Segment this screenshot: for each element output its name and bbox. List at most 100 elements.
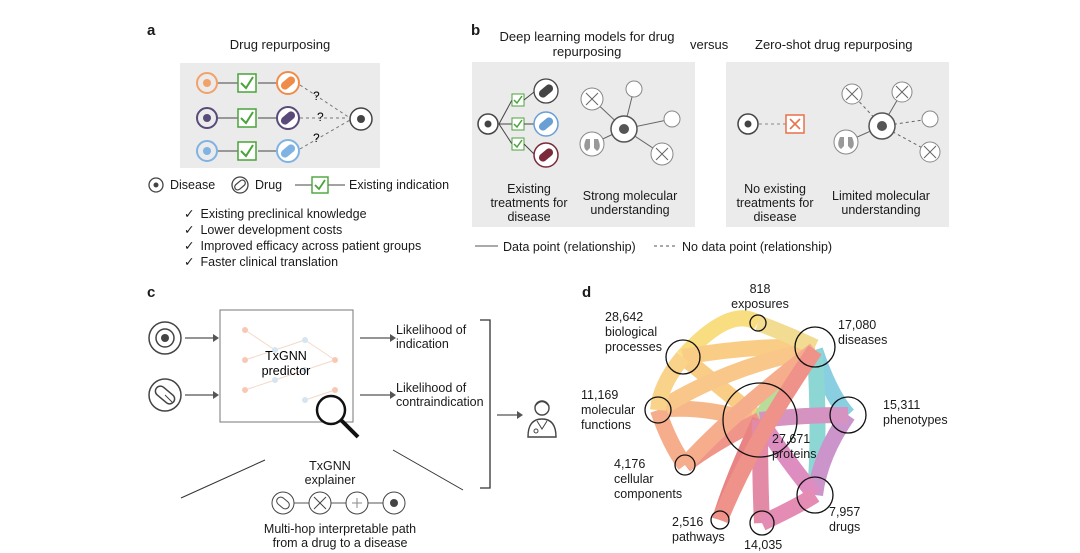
question-mark: ? [313, 131, 320, 145]
check-icon [511, 137, 525, 151]
doctor-icon [527, 400, 557, 438]
lungs-icon [579, 131, 605, 157]
node-exposures [749, 314, 767, 332]
benefit-item: Existing preclinical knowledge [184, 206, 421, 222]
explainer-label: TxGNN explainer [304, 459, 356, 487]
name: molecular functions [581, 403, 636, 432]
protein-hub-icon [868, 112, 896, 140]
predictor-label-line2: predictor [262, 364, 311, 378]
node-drugs [796, 476, 834, 514]
label-phenotypes: 15,311 phenotypes [883, 398, 948, 428]
panel-b-left-caption2: Strong molecular understanding [582, 189, 678, 217]
dna-icon [650, 142, 674, 166]
legend-indication-icon [295, 176, 345, 194]
benefits-list: Existing preclinical knowledge Lower dev… [184, 206, 421, 270]
name: exposures [731, 297, 789, 311]
node-phenotypes [829, 396, 867, 434]
name: cellular components [614, 472, 683, 501]
legend-indication-label: Existing indication [349, 178, 450, 192]
node-icon [625, 80, 643, 98]
count: 15,311 [883, 398, 921, 412]
check-icon [511, 93, 525, 107]
disease-icon [196, 72, 218, 94]
output-contraindication-label: Likelihood of contraindication [396, 381, 484, 409]
pill-icon [276, 139, 300, 163]
predictor-label-line1: TxGNN [265, 349, 307, 363]
panel-b-label: b [471, 22, 481, 39]
question-mark: ? [317, 110, 324, 124]
label-proteins: 27,671 proteins [772, 432, 816, 462]
panel-c-graph: TxGNN predictor [148, 309, 523, 515]
disease-icon [737, 113, 759, 135]
count: 11,169 [581, 388, 619, 402]
pill-icon [533, 111, 559, 137]
label-biological-processes: 28,642 biological processes [605, 310, 675, 355]
node-anatomy [749, 510, 775, 536]
name: pathways [672, 530, 725, 544]
path-dna-icon [308, 491, 332, 515]
label-drugs: 7,957 drugs [829, 505, 860, 535]
pill-icon [148, 378, 182, 412]
panel-c-label: c [147, 284, 156, 301]
name: drugs [829, 520, 861, 534]
path-pill-icon [271, 491, 295, 515]
panel-b-right-graph [737, 81, 941, 163]
label-exposures: 818 exposures [730, 282, 790, 312]
node-biological-processes [665, 339, 701, 375]
label-diseases: 17,080 diseases [838, 318, 887, 348]
question-mark: ? [313, 89, 320, 103]
legend-drug-label: Drug [255, 178, 283, 192]
pill-icon [276, 71, 300, 95]
disease-icon [196, 107, 218, 129]
output-indication-label: Likelihood of indication [396, 323, 467, 351]
protein-hub-icon [610, 115, 638, 143]
count: 7,957 [829, 505, 861, 519]
check-icon [237, 73, 257, 93]
panel-b-left-graph [477, 78, 681, 168]
legend-solid-line [475, 245, 498, 247]
legend-dashed-label: No data point (relationship) [682, 240, 833, 254]
panel-b-left-title: Deep learning models for drug repurposin… [499, 29, 675, 59]
panel-a-label: a [147, 22, 156, 39]
count: 818 [749, 282, 771, 296]
target-disease-icon [349, 107, 373, 131]
legend-drug-icon [231, 176, 249, 194]
panel-d-label: d [582, 284, 592, 301]
count: 2,516 [672, 515, 704, 529]
node-diseases [794, 326, 836, 368]
count: 17,080 [838, 318, 877, 332]
legend-solid-label: Data point (relationship) [503, 240, 636, 254]
legend-disease-icon [148, 177, 164, 193]
node-molecular-functions [644, 396, 672, 424]
name: proteins [772, 447, 817, 461]
disease-icon [196, 140, 218, 162]
node-pathways [710, 510, 730, 530]
legend-dashed-line [654, 245, 677, 247]
path-node-icon [345, 491, 369, 515]
disease-icon [148, 321, 182, 355]
pill-icon [533, 142, 559, 168]
pill-icon [276, 106, 300, 130]
benefit-item: Improved efficacy across patient groups [184, 238, 421, 254]
node-proteins [722, 382, 798, 458]
dna-icon [580, 87, 604, 111]
check-icon [237, 141, 257, 161]
magnifier-icon [315, 394, 360, 439]
legend-disease-label: Disease [170, 178, 216, 192]
dna-icon [891, 81, 913, 103]
count: 4,176 [614, 457, 646, 471]
count: 27,671 [772, 432, 811, 446]
dna-icon [841, 83, 863, 105]
panel-a-graph: ? ? ? [196, 71, 373, 163]
name: phenotypes [883, 413, 948, 427]
panel-b-right-caption1: No existing treatments for disease [736, 182, 814, 224]
panel-b-right-caption2: Limited molecular understanding [832, 189, 930, 217]
name: diseases [838, 333, 888, 347]
disease-icon [477, 113, 499, 135]
panel-b-versus: versus [690, 37, 729, 52]
path-disease-icon [382, 491, 406, 515]
check-icon [237, 108, 257, 128]
node-cellular-components [674, 454, 696, 476]
count: 28,642 [605, 310, 644, 324]
check-icon [511, 117, 525, 131]
